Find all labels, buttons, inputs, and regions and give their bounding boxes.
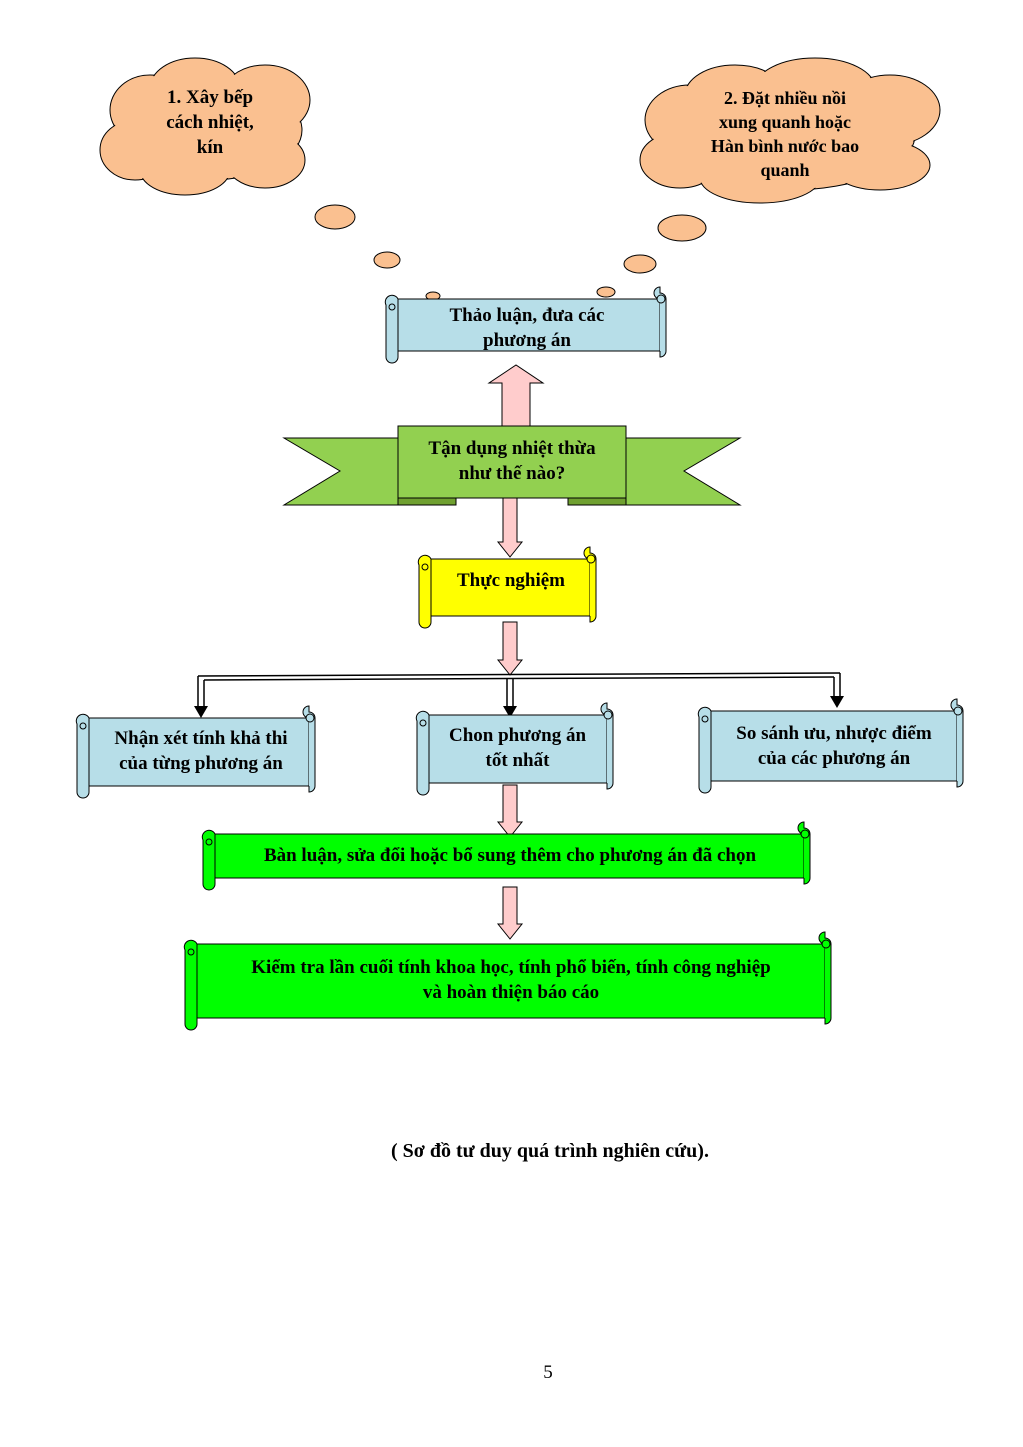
thought-cloud-1	[99, 57, 441, 301]
scroll-curl	[79, 722, 87, 730]
scroll-choose	[415, 702, 614, 796]
node-question: Tận dụng nhiệt thừa như thế nào?	[428, 438, 596, 484]
arrow-down-4	[496, 886, 524, 940]
scroll-left-roll	[201, 829, 216, 891]
cloud-2-text: 2. Đặt nhiều nồi xung quanh hoặc Hàn bìn…	[710, 88, 860, 180]
scroll-curl	[800, 829, 810, 839]
scroll-final	[183, 931, 832, 1031]
node-choose: Chon phương án tốt nhất	[448, 725, 587, 771]
cloud-1-text: 1. Xây bếp cách nhiệt, kín	[166, 87, 254, 158]
node-discuss: Thảo luận, đưa các phương án	[449, 305, 605, 351]
node-compare: So sánh ưu, nhược điểm của các phương án	[736, 723, 932, 769]
scroll-right-roll	[302, 705, 316, 793]
scroll-discuss	[384, 286, 667, 364]
arrowhead	[194, 706, 208, 718]
scroll-curl	[205, 838, 213, 846]
scroll-curl	[953, 706, 963, 716]
branch-connector	[197, 672, 841, 708]
arrow-down-2	[496, 621, 524, 676]
thought-bubble	[314, 204, 356, 230]
scroll-left-roll	[183, 939, 198, 1031]
scroll-refine	[201, 821, 811, 891]
scroll-curl	[603, 710, 613, 720]
arrowhead	[503, 706, 517, 718]
scroll-right-roll	[600, 702, 614, 790]
scroll-left-roll	[384, 294, 399, 364]
scroll-curl	[701, 715, 709, 723]
scroll-left-roll	[697, 706, 712, 794]
thought-bubble	[596, 286, 616, 298]
scroll-curl	[187, 948, 195, 956]
thought-bubble	[373, 251, 401, 269]
node-feasibility: Nhận xét tính khả thi của từng phương án	[114, 728, 288, 774]
thought-bubble	[657, 214, 707, 242]
scroll-feasibility	[75, 705, 316, 799]
scroll-right-roll	[950, 698, 964, 788]
node-experiment: Thực nghiệm	[457, 569, 565, 591]
scroll-curl	[388, 303, 396, 311]
arrowhead	[830, 696, 844, 708]
scroll-curl	[586, 554, 596, 564]
diagram-caption: ( Sơ đồ tư duy quá trình nghiên cứu).	[391, 1140, 709, 1162]
scroll-curl	[419, 719, 427, 727]
scroll-left-roll	[75, 713, 90, 799]
scroll-compare	[697, 698, 964, 794]
scroll-curl	[421, 563, 429, 571]
thought-bubble	[623, 254, 657, 274]
ribbon-banner	[282, 425, 742, 506]
arrow-down-1	[496, 497, 524, 558]
node-final: Kiểm tra lần cuối tính khoa học, tính ph…	[251, 957, 771, 1003]
page-number: 5	[543, 1362, 553, 1383]
scroll-curl	[821, 939, 831, 949]
scroll-left-roll	[415, 710, 430, 796]
scroll-right-roll	[583, 546, 597, 623]
thought-cloud-2	[596, 57, 941, 298]
arrow-down-3	[496, 784, 524, 838]
arrow-up	[487, 364, 545, 431]
scroll-right-roll	[818, 931, 832, 1025]
scroll-left-roll	[417, 554, 432, 629]
scroll-experiment	[417, 546, 597, 629]
node-refine: Bàn luận, sửa đổi hoặc bổ sung thêm cho …	[263, 844, 757, 866]
scroll-curl	[656, 294, 666, 304]
scroll-curl	[305, 713, 315, 723]
scroll-right-roll	[653, 286, 667, 358]
